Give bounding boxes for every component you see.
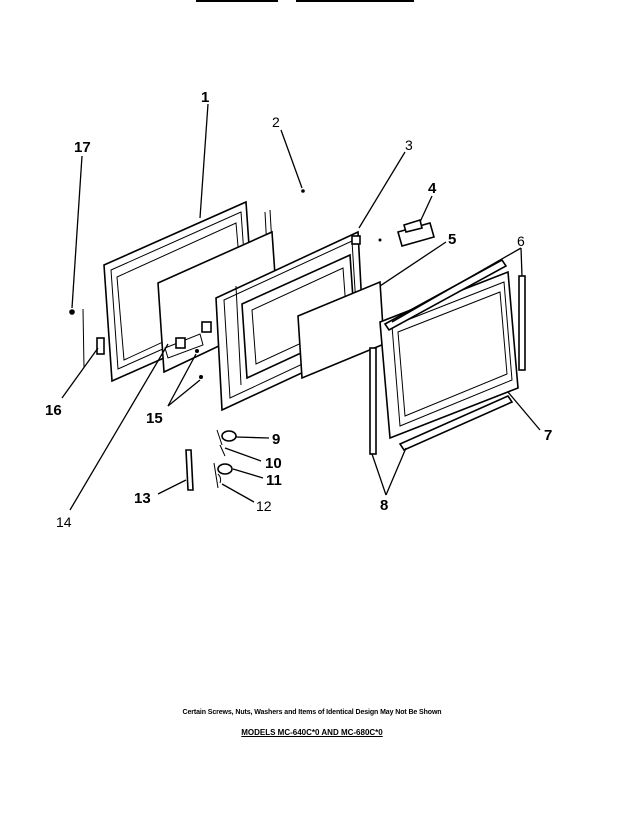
model-caption: MODELS MC-640C*0 AND MC-680C*0 bbox=[0, 728, 624, 737]
part-hinge-strap bbox=[185, 449, 194, 491]
callout-6: 6 bbox=[517, 233, 525, 249]
part-trim-strips-lower bbox=[369, 347, 514, 455]
part-hinge-assembly bbox=[213, 429, 237, 489]
callout-17: 17 bbox=[74, 139, 91, 156]
callout-8: 8 bbox=[380, 497, 388, 514]
top-edge-mark-right bbox=[296, 0, 414, 2]
callout-12: 12 bbox=[256, 498, 272, 514]
part-small-screw bbox=[301, 189, 305, 193]
callout-labels: 1 2 3 4 5 6 7 8 9 10 11 12 13 14 15 16 1… bbox=[45, 89, 552, 530]
callout-10: 10 bbox=[265, 455, 282, 472]
part-side-plate bbox=[82, 308, 105, 369]
callout-5: 5 bbox=[448, 231, 456, 248]
callout-2: 2 bbox=[272, 114, 280, 130]
part-pins bbox=[195, 349, 203, 379]
callout-1: 1 bbox=[201, 89, 209, 106]
callout-16: 16 bbox=[45, 402, 62, 419]
top-edge-mark-left bbox=[196, 0, 278, 2]
callout-9: 9 bbox=[272, 431, 280, 448]
callout-13: 13 bbox=[134, 490, 151, 507]
leader-lines bbox=[61, 103, 541, 511]
callout-15: 15 bbox=[146, 410, 163, 427]
callout-11: 11 bbox=[266, 472, 282, 489]
callout-3: 3 bbox=[405, 137, 413, 153]
footnote-disclaimer: Certain Screws, Nuts, Washers and Items … bbox=[182, 709, 442, 716]
model-caption-text: MODELS MC-640C*0 AND MC-680C*0 bbox=[241, 728, 383, 737]
part-latch-bracket bbox=[378, 218, 435, 247]
part-screw bbox=[69, 309, 75, 315]
callout-4: 4 bbox=[428, 180, 437, 197]
callout-7: 7 bbox=[544, 427, 552, 444]
callout-14: 14 bbox=[56, 514, 72, 530]
